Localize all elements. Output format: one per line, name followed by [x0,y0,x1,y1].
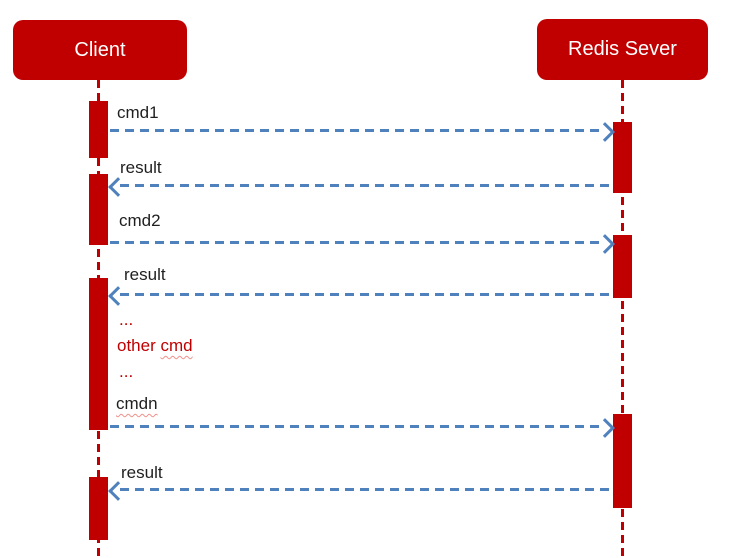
message-arrow-cmd1 [110,122,615,142]
message-arrow-result-1 [108,177,613,197]
activation-bar-redis-3 [613,414,632,508]
arrowhead-left-icon [108,286,128,306]
annotation-ellipsis-1: ... [119,310,134,329]
message-arrow-cmdn [110,418,615,438]
annotation-other-cmd: other cmd [117,336,193,356]
message-label-cmd2: cmd2 [119,211,161,230]
activation-bar-redis-1 [613,122,632,193]
annotation-other-prefix: other [117,336,161,355]
message-label-result-1: result [120,158,162,177]
activation-bar-client-4 [89,477,108,540]
annotation-cmd-squiggled: cmd [160,336,193,355]
message-label-cmd1: cmd1 [117,103,159,122]
activation-bar-client-1 [89,101,108,158]
lifeline-redis-server [621,80,624,558]
cmdn-squiggled-text: cmdn [116,394,158,413]
arrowhead-left-icon [108,481,128,501]
actor-box-client: Client [13,20,187,80]
message-arrow-cmd2 [110,234,615,254]
activation-bar-client-3 [89,278,108,430]
arrow-dash-line [110,241,603,244]
arrowhead-right-icon [595,234,615,254]
activation-bar-client-2 [89,174,108,245]
message-label-result-2: result [124,265,166,284]
message-arrow-result-3 [108,481,613,501]
activation-bar-redis-2 [613,235,632,298]
actor-box-redis-server: Redis Sever [537,19,708,80]
arrow-dash-line [120,184,613,187]
arrow-dash-line [110,425,603,428]
message-label-cmdn: cmdn [116,394,158,414]
arrow-dash-line [120,488,613,491]
arrow-dash-line [110,129,603,132]
message-arrow-result-2 [108,286,613,306]
annotation-ellipsis-2: ... [119,362,134,381]
actor-label-client: Client [74,38,126,61]
arrowhead-right-icon [595,418,615,438]
actor-label-redis-server: Redis Sever [568,38,677,60]
message-label-result-3: result [121,463,163,482]
arrowhead-right-icon [595,122,615,142]
arrowhead-left-icon [108,177,128,197]
arrow-dash-line [120,293,613,296]
